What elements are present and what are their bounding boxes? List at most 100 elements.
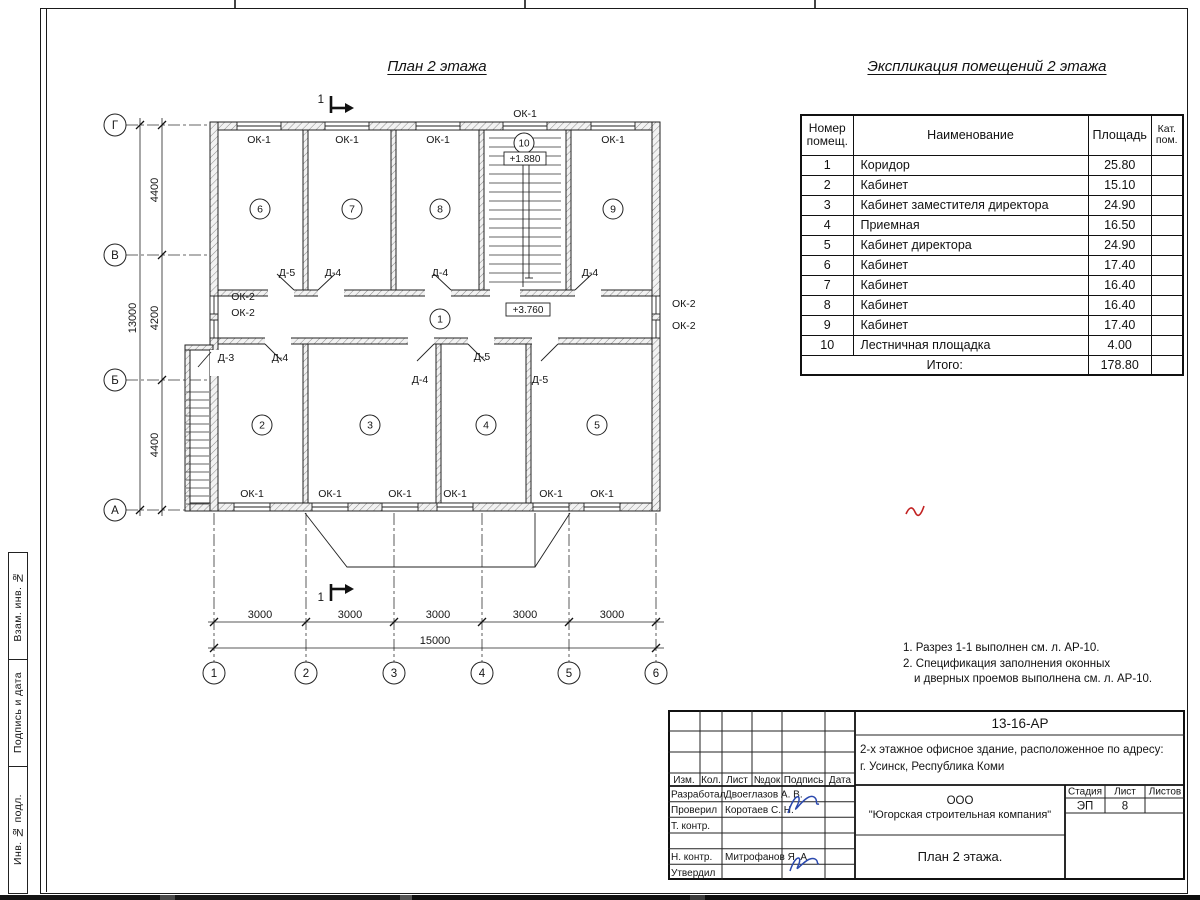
door-label: Д-3 (218, 352, 235, 364)
notes: 1. Разрез 1-1 выполнен см. л. АР-10. 2. … (903, 641, 1152, 688)
project-description-line1: 2-х этажное офисное здание, расположенно… (860, 744, 1164, 756)
cell-cat (1150, 234, 1184, 256)
schedule-title: Экспликация помещений 2 этажа (867, 58, 1107, 75)
exterior-staircase (186, 391, 209, 505)
fold-mark (234, 0, 236, 8)
cell-num: 9 (800, 314, 854, 336)
cell-area: 4.00 (1087, 334, 1152, 356)
signer-name: Коротаев С. Н. (725, 805, 794, 816)
scan-artifact (0, 895, 1200, 900)
window-label: ОК-1 (240, 488, 264, 500)
side-stamp-column: Взам. инв. № Подпись и дата Инв. № подл. (8, 552, 28, 894)
axis-label: 5 (566, 668, 572, 680)
window-label: ОК-1 (247, 134, 271, 146)
cell-name: Кабинет (852, 174, 1089, 196)
window-label: ОК-1 (601, 134, 625, 146)
elevation-marks: +1.880 +3.760 (503, 151, 551, 317)
sheet-title: План 2 этажа. (918, 849, 1003, 864)
cell-num: 8 (800, 294, 854, 316)
header-text: пом. (1155, 134, 1178, 147)
door-label: Д-5 (532, 374, 549, 386)
room-number: 8 (437, 204, 443, 216)
walls (184, 121, 661, 512)
col-header-number: Номер помещ. (800, 114, 854, 156)
cell-name: Кабинет директора (852, 234, 1089, 256)
door-labels: Д-5 Д-4 Д-4 Д-4 Д-3 Д-4 Д-4 Д-5 Д-5 (218, 267, 599, 386)
fold-mark (524, 0, 526, 8)
col-list: Лист (726, 775, 748, 786)
doc-number: 13-16-АР (991, 716, 1048, 731)
window-label: ОК-2 (672, 298, 696, 310)
dim-text: 4400 (149, 433, 161, 457)
signature-mark (789, 857, 820, 872)
listov-label: Листов (1149, 787, 1182, 798)
cell-name: Коридор (852, 154, 1089, 176)
cell-num: 1 (800, 154, 854, 176)
room-number: 4 (483, 420, 489, 432)
signer-role: Утвердил (671, 868, 715, 879)
cell-area: 16.50 (1087, 214, 1152, 236)
cell-cat (1150, 194, 1184, 216)
cell-name: Кабинет (852, 294, 1089, 316)
cell-cat (1150, 274, 1184, 296)
signer-role: Проверил (671, 805, 717, 816)
cell-name: Приемная (852, 214, 1089, 236)
cell-cat (1150, 154, 1184, 176)
note-line: 2. Спецификация заполнения оконных (903, 657, 1111, 670)
schedule-total-row: Итого: 178.80 (800, 354, 1184, 376)
cell-cat (1150, 254, 1184, 276)
cell-name: Лестничная площадка (852, 334, 1089, 356)
stamp-label: Взам. инв. № (12, 570, 24, 642)
cell-cat (1150, 174, 1184, 196)
dim-text: 4200 (149, 306, 161, 330)
room-number: 3 (367, 420, 373, 432)
window-label: ОК-1 (318, 488, 342, 500)
window-label: ОК-1 (335, 134, 359, 146)
dim-text: 13000 (127, 303, 139, 334)
dim-text: 3000 (513, 609, 537, 621)
cell-area: 25.80 (1087, 154, 1152, 176)
col-header-area: Площадь (1087, 114, 1152, 156)
cell-area: 24.90 (1087, 194, 1152, 216)
window-label: ОК-1 (513, 108, 537, 120)
list-label: Лист (1114, 787, 1136, 798)
cell-cat (1150, 214, 1184, 236)
dimension-texts: 3000 3000 3000 3000 3000 15000 4400 4200… (127, 178, 624, 647)
axis-bubbles: Г В Б А 1 2 3 4 5 6 (103, 113, 668, 685)
axis-label: Г (112, 120, 119, 132)
cell-num: 2 (800, 174, 854, 196)
col-data: Дата (829, 775, 852, 786)
door-label: Д-5 (279, 267, 296, 279)
cell-name: Кабинет (852, 254, 1089, 276)
elevation-value: +1.880 (510, 154, 541, 165)
total-label: Итого: (800, 354, 1089, 376)
note-line: и дверных проемов выполнена см. л. АР-10… (914, 673, 1153, 686)
stage-value: ЭП (1077, 801, 1094, 813)
section-marks: 1 1 (318, 94, 354, 604)
cell-num: 6 (800, 254, 854, 276)
fold-mark (814, 0, 816, 8)
elevation-value: +3.760 (513, 305, 544, 316)
cell-cat (1150, 354, 1184, 376)
red-check-mark (905, 505, 925, 517)
dim-text: 3000 (338, 609, 362, 621)
door-label: Д-5 (474, 351, 491, 363)
cell-num: 4 (800, 214, 854, 236)
floor-plan: 3000 3000 3000 3000 3000 15000 4400 4200… (103, 94, 696, 685)
section-label: 1 (318, 94, 324, 106)
dim-text: 15000 (420, 635, 451, 647)
cell-area: 16.40 (1087, 294, 1152, 316)
window-label: ОК-1 (590, 488, 614, 500)
door-label: Д-4 (272, 352, 289, 364)
window-label: ОК-2 (231, 307, 255, 319)
col-kol: Кол. (701, 775, 721, 786)
signer-name: Митрофанов Я. А. (725, 851, 810, 863)
